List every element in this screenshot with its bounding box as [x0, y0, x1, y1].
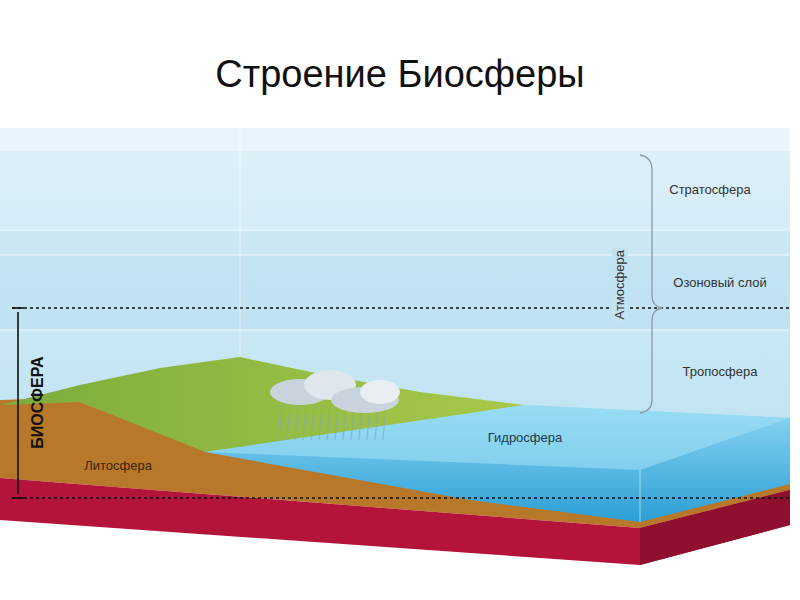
band: [0, 230, 790, 255]
hydrosphere-label: Гидросфера: [488, 430, 563, 446]
top-face: [0, 128, 790, 150]
biosphere-span: [12, 308, 24, 498]
lithosphere-label: Литосфера: [84, 458, 152, 474]
band-edges: [0, 150, 790, 330]
water-surface: [205, 405, 790, 470]
base-side: [640, 490, 790, 565]
biosphere-boundary: [12, 308, 790, 498]
water-edge: [640, 470, 641, 522]
atmosphere-label: Атмосфера: [612, 248, 628, 321]
base-layer: [0, 478, 790, 565]
ozone-label: Озоновый слой: [673, 275, 766, 291]
biosphere-label: БИОСФЕРА: [28, 357, 47, 449]
troposphere-label: Тропосфера: [683, 364, 758, 380]
ozone-band: [0, 255, 790, 330]
diagram-title: Строение Биосферы: [215, 52, 584, 98]
stratosphere-label: Стратосфера: [669, 182, 750, 198]
rain-cloud: [270, 370, 400, 440]
atmosphere-bracket: [640, 155, 662, 413]
